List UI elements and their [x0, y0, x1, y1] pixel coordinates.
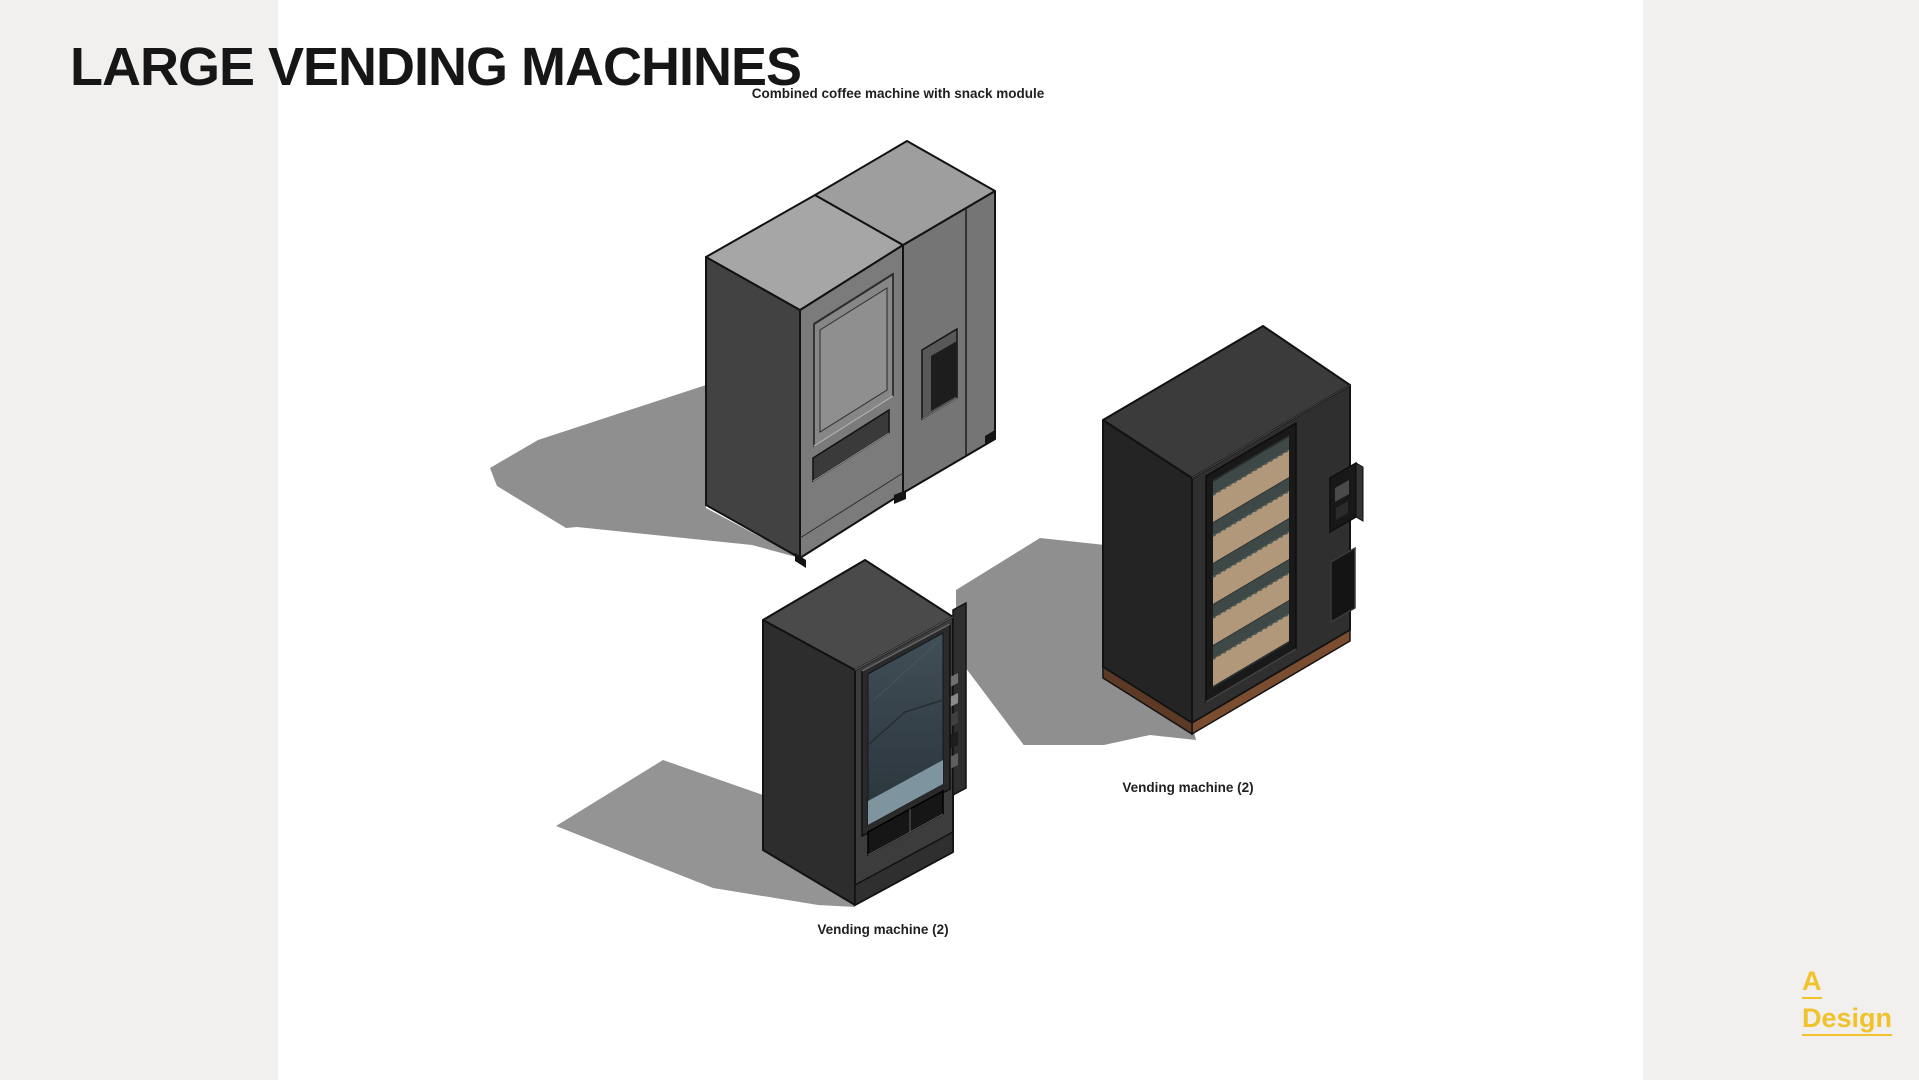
page-title: LARGE VENDING MACHINES — [70, 37, 802, 97]
vending-right-base — [1102, 628, 1351, 736]
coffee-snack-machine-label: Combined coffee machine with snack modul… — [751, 86, 1045, 101]
vending-machine-right-render — [956, 325, 1364, 745]
vending-bottom-door — [861, 622, 951, 838]
coffee-machine-details — [795, 208, 995, 568]
vending-bottom-dispenser — [854, 789, 954, 907]
brand-logo-line1: A — [1802, 966, 1822, 999]
brand-logo-line2: Design — [1802, 1003, 1893, 1036]
vending-right-keypad — [1329, 461, 1364, 534]
brand-logo-link[interactable]: A Design — [1802, 966, 1893, 1040]
right-margin-panel — [1643, 0, 1919, 1080]
vending-machine-bottom-render — [556, 559, 967, 907]
vending-machine-bottom-label: Vending machine (2) — [817, 922, 949, 937]
coffee-machine-shadow — [490, 385, 800, 558]
vending-bottom-shadow — [556, 760, 855, 907]
vending-right-pickup-door — [1330, 546, 1356, 624]
vending-right-window — [1205, 421, 1297, 704]
coffee-snack-machine-render — [490, 140, 996, 568]
left-margin-panel — [0, 0, 278, 1080]
vending-machine-right-label: Vending machine (2) — [1122, 780, 1254, 795]
